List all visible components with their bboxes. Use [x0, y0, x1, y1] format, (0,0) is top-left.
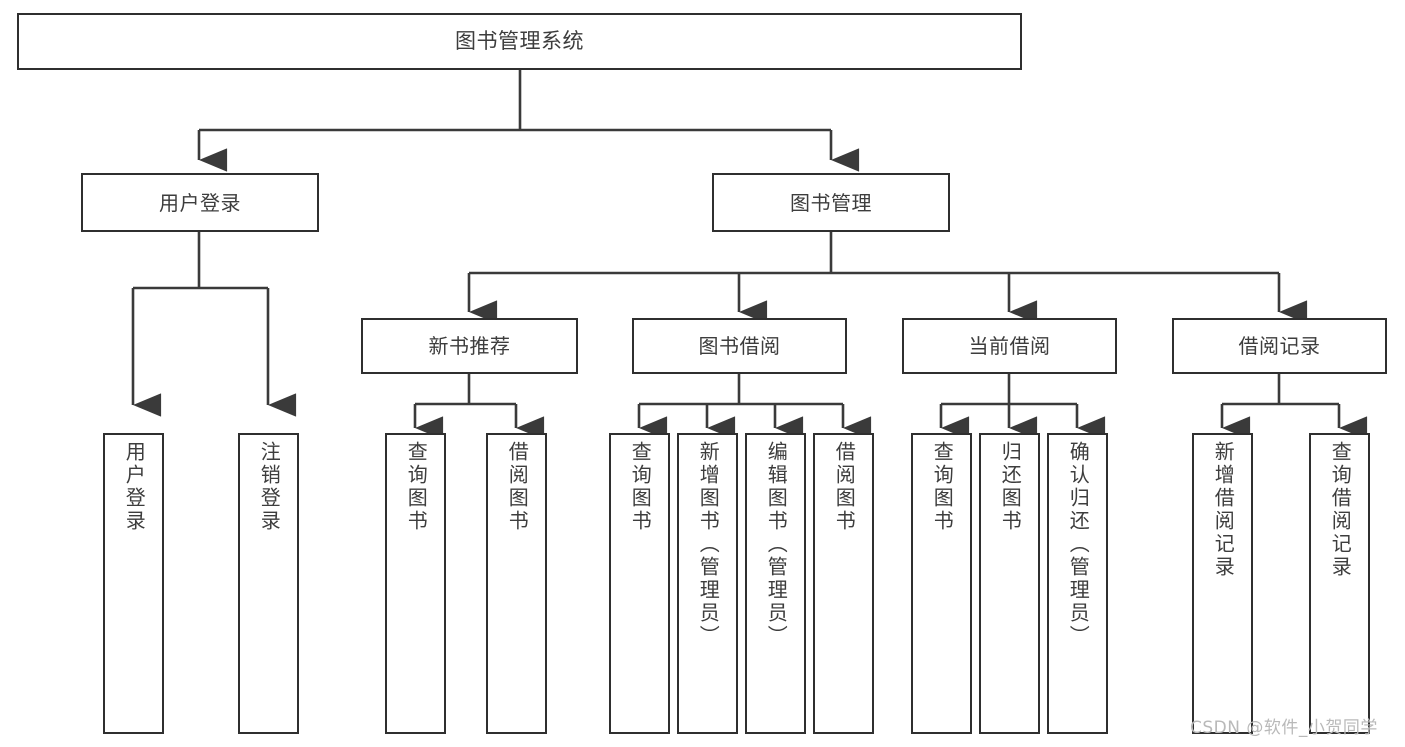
node-leaf-user-login-1[interactable]: 注销登录 [238, 433, 299, 734]
node-root[interactable]: 图书管理系统 [17, 13, 1022, 70]
node-root-label: 图书管理系统 [455, 28, 584, 53]
node-current-borrow-label: 当前借阅 [968, 334, 1051, 358]
node-user-login-label: 用户登录 [159, 190, 241, 215]
node-leaf-label: 借阅图书 [505, 441, 530, 533]
node-leaf-label: 注销登录 [257, 441, 282, 533]
node-leaf-current-borrow-1[interactable]: 归还图书 [979, 433, 1040, 734]
node-new-book-recommend[interactable]: 新书推荐 [361, 318, 578, 374]
node-leaf-label: 用户登录 [122, 441, 147, 533]
node-leaf-label: 查询借阅记录 [1328, 441, 1353, 579]
node-leaf-book-borrow-2[interactable]: 编辑图书（管理员） [745, 433, 806, 734]
node-leaf-label: 查询图书 [628, 441, 653, 533]
node-leaf-book-borrow-0[interactable]: 查询图书 [609, 433, 670, 734]
node-book-borrow-label: 图书借阅 [698, 334, 781, 358]
node-leaf-label: 新增借阅记录 [1211, 441, 1236, 579]
node-leaf-borrow-record-0[interactable]: 新增借阅记录 [1192, 433, 1253, 734]
node-user-login[interactable]: 用户登录 [81, 173, 319, 232]
node-new-book-recommend-label: 新书推荐 [428, 334, 511, 358]
node-leaf-label: 归还图书 [998, 441, 1023, 533]
node-leaf-book-borrow-1[interactable]: 新增图书（管理员） [677, 433, 738, 734]
node-leaf-label: 编辑图书（管理员） [764, 441, 789, 648]
node-book-management-label: 图书管理 [790, 190, 872, 215]
node-current-borrow[interactable]: 当前借阅 [902, 318, 1117, 374]
node-leaf-new-book-0[interactable]: 查询图书 [385, 433, 446, 734]
node-leaf-book-borrow-3[interactable]: 借阅图书 [813, 433, 874, 734]
node-leaf-current-borrow-2[interactable]: 确认归还（管理员） [1047, 433, 1108, 734]
node-book-borrow[interactable]: 图书借阅 [632, 318, 847, 374]
node-leaf-label: 确认归还（管理员） [1066, 441, 1091, 648]
node-leaf-borrow-record-1[interactable]: 查询借阅记录 [1309, 433, 1370, 734]
node-leaf-label: 查询图书 [404, 441, 429, 533]
node-book-management[interactable]: 图书管理 [712, 173, 950, 232]
node-leaf-current-borrow-0[interactable]: 查询图书 [911, 433, 972, 734]
node-leaf-user-login-0[interactable]: 用户登录 [103, 433, 164, 734]
node-leaf-label: 借阅图书 [832, 441, 857, 533]
node-leaf-label: 查询图书 [930, 441, 955, 533]
node-borrow-record[interactable]: 借阅记录 [1172, 318, 1387, 374]
node-leaf-label: 新增图书（管理员） [696, 441, 721, 648]
node-borrow-record-label: 借阅记录 [1238, 334, 1321, 358]
node-leaf-new-book-1[interactable]: 借阅图书 [486, 433, 547, 734]
